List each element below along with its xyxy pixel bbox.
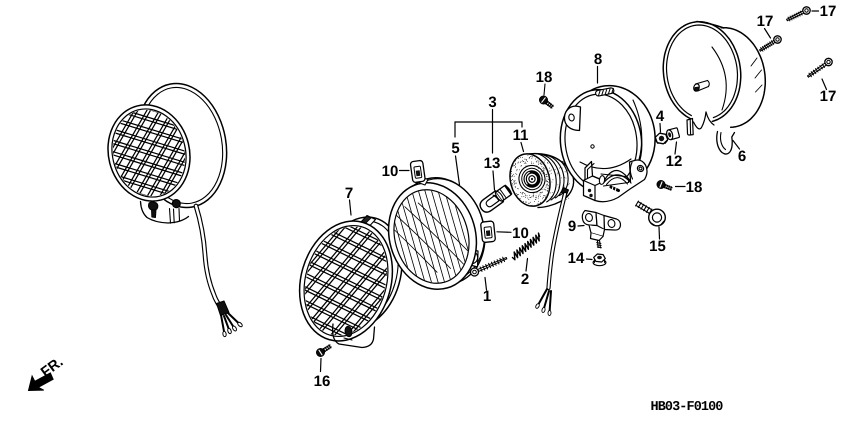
svg-text:8: 8 [594,51,602,68]
svg-text:15: 15 [649,238,666,255]
svg-text:17: 17 [757,13,774,30]
svg-text:6: 6 [738,148,746,165]
svg-text:14: 14 [568,250,585,267]
svg-text:18: 18 [536,69,553,86]
svg-text:10: 10 [382,163,399,180]
svg-text:18: 18 [686,179,703,196]
svg-text:16: 16 [314,373,331,390]
svg-text:7: 7 [345,185,353,202]
svg-text:HB03-F0100: HB03-F0100 [651,400,724,415]
svg-text:10: 10 [512,225,529,242]
svg-text:2: 2 [521,271,529,288]
svg-text:3: 3 [488,94,496,111]
svg-text:17: 17 [820,3,837,20]
svg-text:12: 12 [666,153,683,170]
svg-text:1: 1 [483,288,491,305]
svg-text:11: 11 [513,127,529,144]
svg-text:5: 5 [451,140,459,157]
svg-text:4: 4 [656,108,665,125]
svg-text:13: 13 [484,155,501,172]
svg-text:17: 17 [820,88,837,105]
svg-text:9: 9 [568,218,576,235]
